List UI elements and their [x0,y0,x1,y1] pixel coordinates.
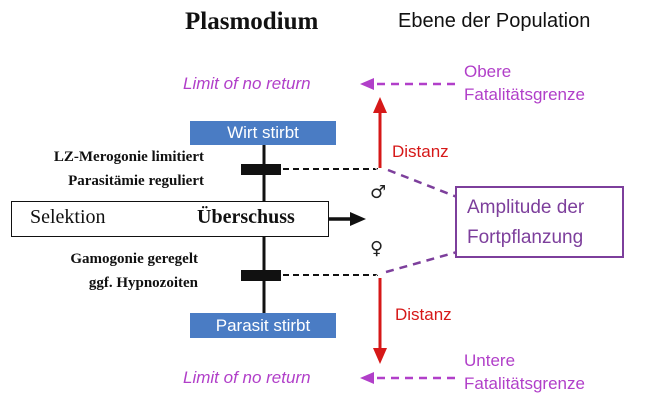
upper-threshold [241,164,378,175]
amplitude-curve [371,164,399,281]
lower-limit-arrow [360,372,455,384]
female-symbol-icon: ♀ [370,238,384,259]
lower-fatality-line1: Untere [464,351,516,370]
upper-fatality-line1: Obere [464,62,512,81]
lower-threshold [241,270,378,281]
amplitude-box [455,186,624,258]
amplitude-line2: Fortpflanzung [467,227,584,248]
amplitude-connectors [385,168,458,274]
amplitude-label: Amplitude der Fortpflanzung [467,193,627,253]
surplus-label: Überschuss [197,206,295,228]
upper-distance-arrow [373,97,387,168]
page-title: Plasmodium [185,8,319,35]
amplitude-line1: Amplitude der [467,197,585,218]
upper-fatality-line2: Fatalitätsgrenze [464,85,585,104]
upper-left-line1: LZ-Merogonie limitiert [53,149,204,165]
upper-left-line2: Parasitämie reguliert [68,173,204,189]
parasite-dies-box: Parasit stirbt [190,313,336,338]
lower-fatality-line2: Fatalitätsgrenze [464,374,585,393]
host-dies-box: Wirt stirbt [190,121,336,145]
lower-left-line1: Gamogonie geregelt [70,251,198,267]
upper-distance-label: Distanz [392,142,449,161]
upper-left-labels: LZ-Merogonie limitiert Parasitämie regul… [54,145,204,193]
upper-fatality-label: Obere Fatalitätsgrenze [464,60,585,106]
surplus-arrow [329,212,366,226]
lower-distance-label: Distanz [395,305,452,324]
lower-distance-arrow [373,278,387,364]
male-symbol-icon: ♂ [370,182,387,203]
lower-fatality-label: Untere Fatalitätsgrenze [464,349,585,395]
upper-limit-label: Limit of no return [183,74,311,93]
lower-limit-label: Limit of no return [183,368,311,387]
selection-label: Selektion [30,206,106,228]
selection-box [11,201,329,237]
lower-left-line2: ggf. Hypnozoiten [88,275,198,291]
upper-limit-arrow [360,78,455,90]
lower-left-labels: Gamogonie geregelt ggf. Hypnozoiten [70,247,198,295]
level-label: Ebene der Population [398,10,591,32]
